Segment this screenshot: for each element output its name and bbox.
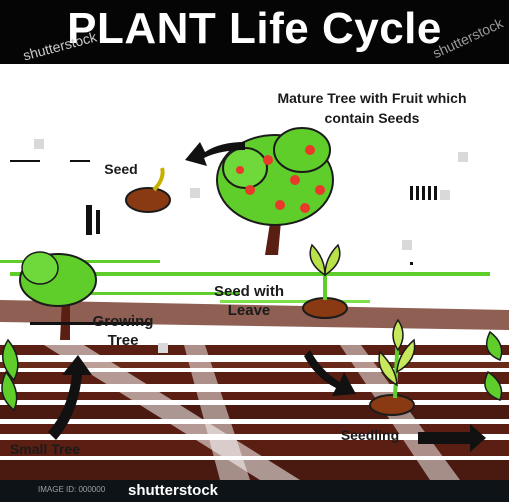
label-seed: Seed [96,161,146,177]
growing-tree [20,252,96,340]
label-small-tree: Small Tree [0,441,90,457]
label-seedling: Seedling [330,427,410,443]
footer-image-id: IMAGE ID: 000000 [38,485,105,494]
label-growing-tree: Growing Tree [86,312,160,350]
footer-brand: shutterstock [128,482,218,499]
label-mature-tree: Mature Tree with Fruit which contain See… [262,88,482,128]
label-seed-with-leaves: Seed with Leave [202,282,296,320]
seed-with-leaves [303,245,347,318]
